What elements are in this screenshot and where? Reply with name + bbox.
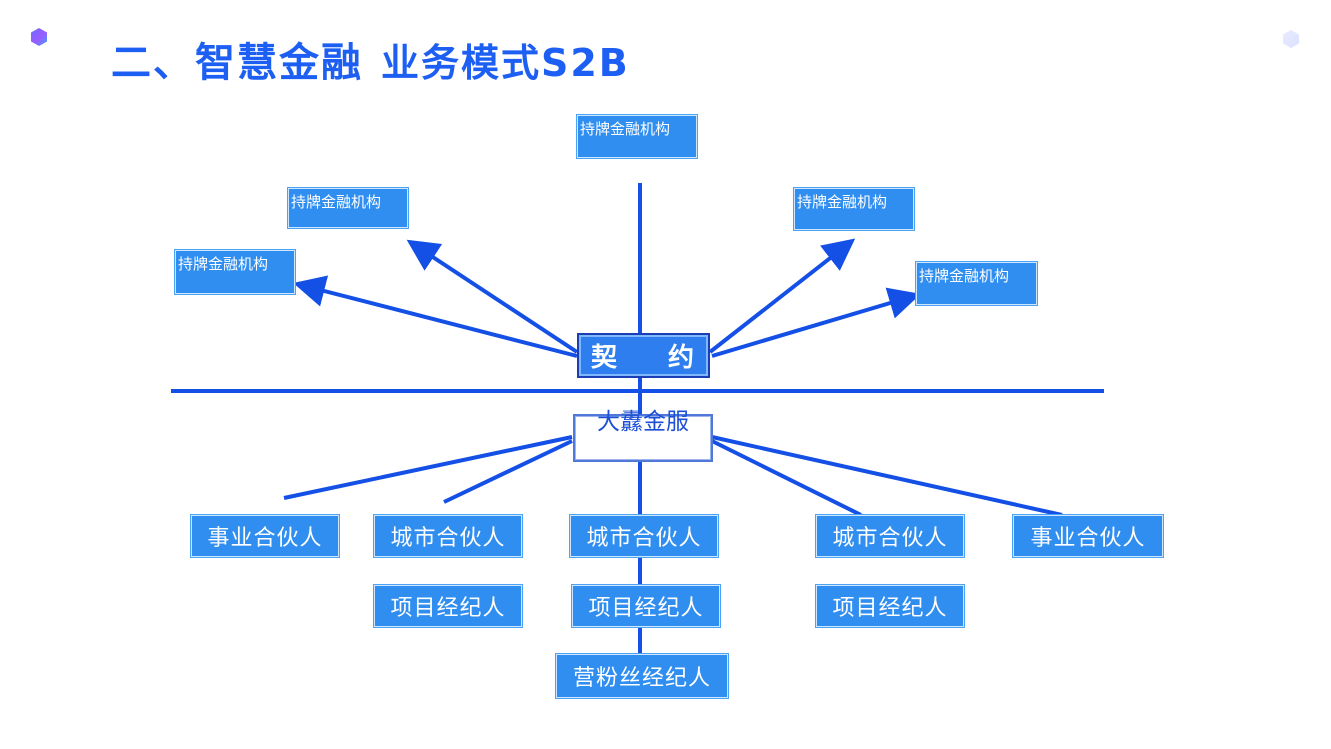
institution-box: 持牌金融机构 [577, 115, 697, 158]
arrow-to-institution [708, 238, 856, 354]
institution-box: 持牌金融机构 [175, 250, 295, 294]
institution-label: 持牌金融机构 [797, 193, 888, 211]
company-box [573, 414, 713, 462]
broker-box: 项目经纪人 [374, 585, 522, 627]
link-to-partner [283, 435, 573, 500]
link-to-partner [711, 435, 1063, 517]
title-main: 二、智慧金融 [111, 40, 363, 86]
contract-label-left: 契 [591, 343, 618, 373]
gem-icon [31, 28, 47, 46]
partner-label: 事业合伙人 [1030, 526, 1146, 551]
contract-box: 契 约 [577, 333, 710, 378]
broker-box: 项目经纪人 [572, 585, 720, 627]
institution-box: 持牌金融机构 [794, 188, 914, 230]
partner-label: 事业合伙人 [207, 526, 323, 551]
arrow-to-institution [711, 287, 921, 358]
fan-broker-label: 营粉丝经纪人 [572, 666, 711, 691]
arrow-to-institution [406, 239, 579, 354]
institution-label: 持牌金融机构 [580, 120, 671, 138]
broker-label: 项目经纪人 [588, 596, 704, 621]
page-title: 二、智慧金融业务模式S2B [111, 30, 630, 88]
institution-label: 持牌金融机构 [178, 255, 269, 273]
institution-label: 持牌金融机构 [919, 267, 1010, 285]
arrow-to-institution [293, 275, 578, 358]
partner-label: 城市合伙人 [390, 526, 506, 551]
institution-box: 持牌金融机构 [916, 262, 1037, 305]
partner-box: 事业合伙人 [1013, 515, 1163, 557]
broker-label: 项目经纪人 [832, 596, 948, 621]
contract-label-right: 约 [667, 343, 694, 373]
company-label: 大纛金服 [597, 409, 689, 435]
title-sub: 业务模式S2B [381, 41, 630, 85]
partner-box: 城市合伙人 [374, 515, 522, 557]
link-to-partner [711, 439, 862, 517]
partner-box: 城市合伙人 [570, 515, 718, 557]
link-to-partner [443, 439, 573, 504]
partner-label: 城市合伙人 [586, 526, 702, 551]
fan-broker-box: 营粉丝经纪人 [556, 654, 728, 698]
broker-label: 项目经纪人 [390, 596, 506, 621]
corner-gem-icon [1283, 30, 1299, 48]
partner-label: 城市合伙人 [832, 526, 948, 551]
institution-label: 持牌金融机构 [291, 193, 382, 211]
partner-box: 事业合伙人 [191, 515, 339, 557]
broker-box: 项目经纪人 [816, 585, 964, 627]
partner-box: 城市合伙人 [816, 515, 964, 557]
institution-box: 持牌金融机构 [288, 188, 408, 228]
